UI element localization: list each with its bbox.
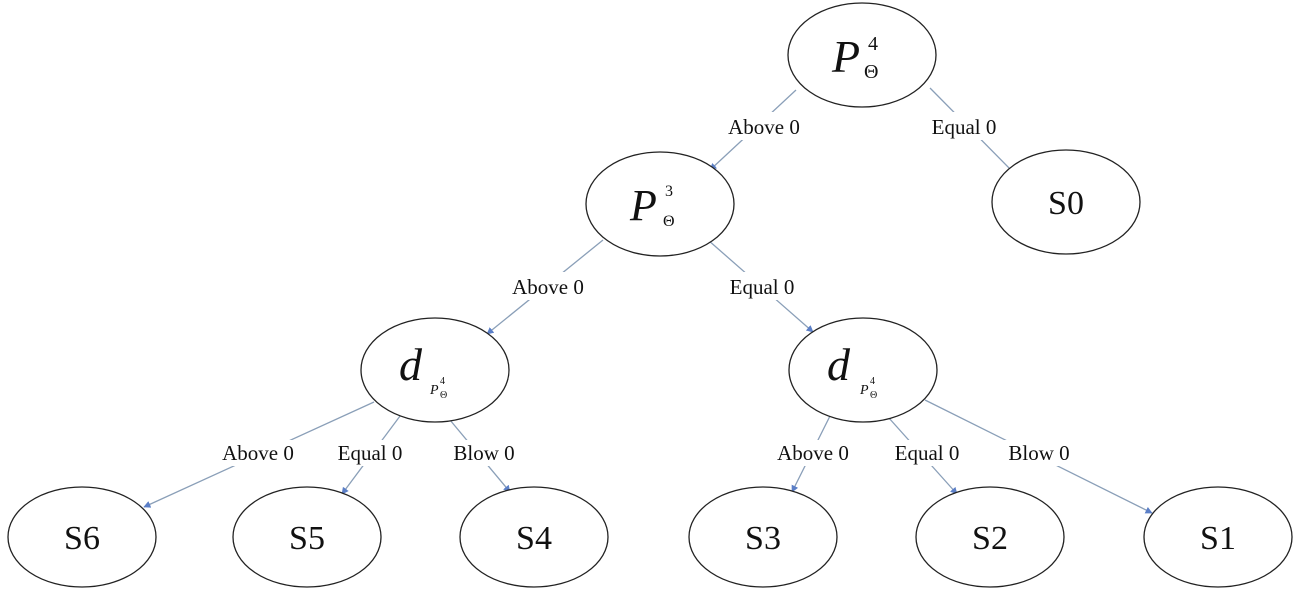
edge-label-d-left-s4: Blow 0 [433,440,535,466]
edge-label-d-right-s3: Above 0 [752,440,874,466]
svg-text:Above 0: Above 0 [222,441,294,465]
svg-text:Θ: Θ [663,213,675,230]
edge-label-d-right-s2: Equal 0 [874,440,982,466]
svg-text:S0: S0 [1048,185,1084,222]
edge-label-d-left-s5: Equal 0 [324,440,420,466]
node-root: P 4 Θ [787,2,937,108]
svg-text:Θ: Θ [864,61,878,83]
edge-label-p3-d-left: Above 0 [482,272,614,300]
node-s3: S3 [688,486,838,588]
svg-text:4: 4 [868,33,878,55]
node-s0: S0 [991,149,1141,255]
svg-text:Θ: Θ [870,390,877,401]
svg-text:d: d [827,339,851,390]
node-s5: S5 [232,486,382,588]
edge-label-root-s0: Equal 0 [905,112,1025,140]
node-p3: P 3 Θ [585,151,735,257]
svg-text:S1: S1 [1200,520,1236,557]
svg-text:Θ: Θ [440,390,447,401]
edge-label-root-p3: Above 0 [698,112,830,140]
svg-text:Equal 0: Equal 0 [730,275,795,299]
edge-label-d-left-s6: Above 0 [198,440,320,466]
svg-text:S6: S6 [64,520,100,557]
node-d-left: d P 4 Θ [360,317,510,423]
svg-text:P: P [629,181,657,230]
svg-text:Above 0: Above 0 [512,275,584,299]
svg-text:S2: S2 [972,520,1008,557]
svg-text:Equal 0: Equal 0 [338,441,403,465]
node-s2: S2 [915,486,1065,588]
svg-text:3: 3 [665,183,673,200]
edge-label-d-right-s1: Blow 0 [988,440,1090,466]
svg-text:P: P [831,31,860,82]
svg-text:P: P [429,383,439,398]
svg-text:Above 0: Above 0 [777,441,849,465]
svg-text:4: 4 [870,376,875,387]
node-d-right: d P 4 Θ [788,317,938,423]
svg-text:S3: S3 [745,520,781,557]
svg-text:d: d [399,339,423,390]
svg-text:Equal 0: Equal 0 [895,441,960,465]
node-s6: S6 [7,486,157,588]
node-s4: S4 [459,486,609,588]
svg-text:P: P [859,383,869,398]
svg-text:Above 0: Above 0 [728,115,800,139]
svg-text:S4: S4 [516,520,552,557]
svg-text:Blow 0: Blow 0 [453,441,514,465]
edge-label-p3-d-right: Equal 0 [703,272,823,300]
svg-text:Blow 0: Blow 0 [1008,441,1069,465]
node-s1: S1 [1143,486,1293,588]
svg-text:4: 4 [440,376,445,387]
svg-text:Equal 0: Equal 0 [932,115,997,139]
svg-text:S5: S5 [289,520,325,557]
